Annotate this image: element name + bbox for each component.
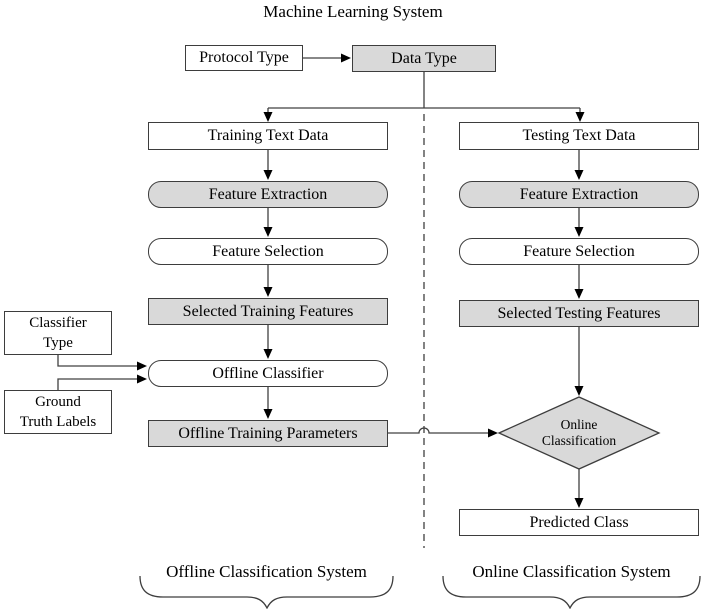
node-feature-selection-offline-label: Feature Selection [212, 242, 324, 260]
node-classifier-type-line1: Classifier [29, 315, 87, 331]
node-testing-text-data: Testing Text Data [459, 122, 699, 150]
arrowhead-testing [575, 112, 585, 122]
arrowhead-into-diamond-left [488, 428, 498, 438]
arrowhead-classifier [263, 349, 273, 359]
node-ground-truth-labels-line2: Truth Labels [19, 414, 97, 430]
node-feature-selection-offline: Feature Selection [148, 238, 388, 265]
edge-parameters-to-online [388, 427, 488, 434]
footer-online-system: Online Classification System [472, 562, 671, 581]
underbraces [139, 575, 701, 609]
node-testing-text-data-label: Testing Text Data [522, 127, 636, 145]
node-feature-extraction-online-label: Feature Extraction [519, 185, 639, 203]
connector-lines [57, 57, 581, 548]
edge-groundtruth-to-classifier [57, 378, 138, 390]
node-online-classification-diamond [497, 396, 661, 470]
arrowhead-extraction-right [574, 170, 584, 180]
arrowhead-groundtruth [137, 374, 147, 384]
arrowhead-extraction-left [263, 170, 273, 180]
arrowhead-predicted [574, 498, 584, 508]
node-feature-extraction-online: Feature Extraction [459, 181, 699, 208]
node-classifier-type: Classifier Type [4, 311, 112, 355]
node-selected-training-features: Selected Training Features [148, 298, 388, 325]
node-training-text-data: Training Text Data [148, 122, 388, 150]
node-ground-truth-labels-line1: Ground [35, 394, 81, 410]
node-online-classification-label: Online Classification [504, 405, 654, 461]
node-feature-selection-online: Feature Selection [459, 238, 699, 265]
arrowheads [137, 53, 585, 508]
node-predicted-class: Predicted Class [459, 509, 699, 536]
node-selected-testing-features-label: Selected Testing Features [497, 304, 661, 322]
node-predicted-class-label: Predicted Class [529, 513, 629, 531]
arrowhead-selection-left [263, 227, 273, 237]
node-selected-training-features-label: Selected Training Features [182, 302, 354, 320]
node-online-classification-line1: Online [560, 417, 598, 432]
node-feature-extraction-offline: Feature Extraction [148, 181, 388, 208]
node-classifier-type-line2: Type [43, 335, 73, 351]
node-offline-training-parameters: Offline Training Parameters [148, 420, 388, 447]
arrowhead-selected-right [574, 289, 584, 299]
node-training-text-data-label: Training Text Data [207, 127, 329, 145]
underbrace-offline [139, 575, 394, 609]
node-online-classification-line2: Classification [541, 433, 617, 448]
underbrace-online [442, 575, 701, 609]
arrowhead-parameters [263, 409, 273, 419]
footer-offline-system: Offline Classification System [166, 562, 367, 581]
arrowhead-selected-left [263, 287, 273, 297]
edge-classifiertype-to-classifier [57, 355, 138, 367]
node-protocol-type-label: Protocol Type [199, 49, 289, 67]
node-feature-extraction-offline-label: Feature Extraction [208, 185, 328, 203]
arrowhead-into-diamond-top [574, 386, 584, 396]
diagram-title: Machine Learning System [263, 2, 443, 21]
node-data-type: Data Type [352, 45, 496, 72]
node-offline-classifier-label: Offline Classifier [212, 364, 324, 382]
arrowhead-selection-right [574, 227, 584, 237]
arrowhead-datatype [341, 53, 351, 63]
node-data-type-label: Data Type [391, 49, 457, 67]
arrowhead-classifiertype [137, 361, 147, 371]
node-protocol-type: Protocol Type [185, 45, 303, 71]
node-selected-testing-features: Selected Testing Features [459, 300, 699, 327]
node-ground-truth-labels: Ground Truth Labels [4, 390, 112, 434]
node-offline-classifier: Offline Classifier [148, 360, 388, 387]
node-feature-selection-online-label: Feature Selection [523, 242, 635, 260]
arrowhead-training [263, 112, 273, 122]
node-offline-training-parameters-label: Offline Training Parameters [178, 424, 358, 442]
